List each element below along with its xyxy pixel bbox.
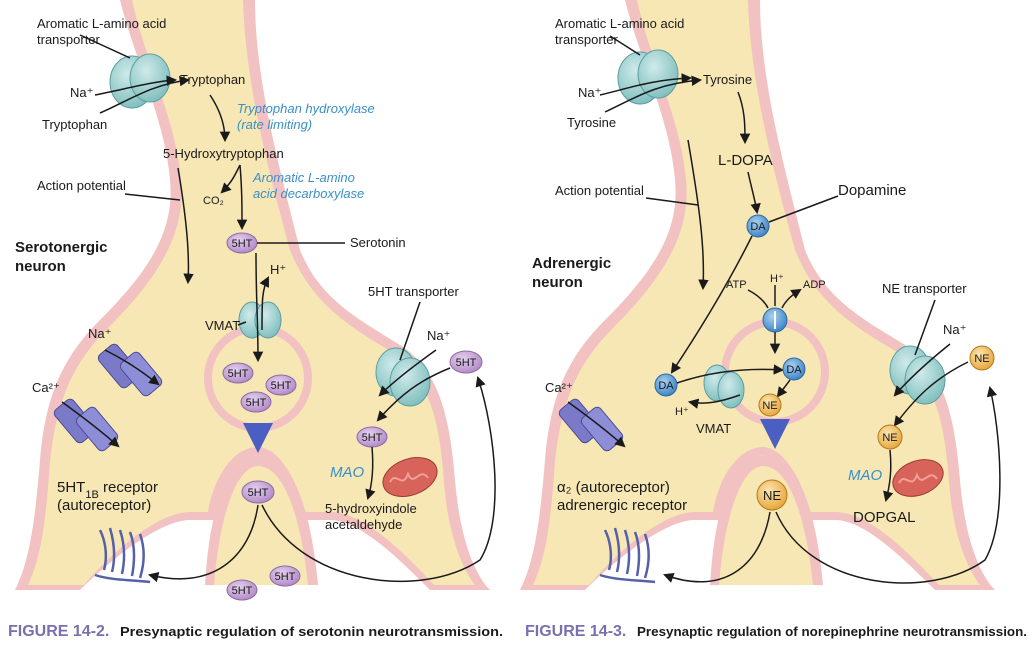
- left-panel: Aromatic L-amino acid transporter Na⁺ Tr…: [15, 0, 496, 601]
- left-5ht-v3: 5HT: [246, 397, 267, 409]
- right-ne-vesicle: NE: [762, 400, 777, 412]
- right-ne-transporter: [889, 345, 946, 405]
- left-transporter-label: Aromatic L-amino acid: [37, 16, 166, 31]
- right-vmat-label: VMAT: [696, 421, 731, 436]
- left-substrate-in: Tryptophan: [180, 72, 245, 87]
- right-h-plus: H⁺: [770, 273, 784, 285]
- right-ne-cyto: NE: [882, 432, 897, 444]
- right-da-cyto: DA: [750, 221, 766, 233]
- right-ne-cleft: NE: [763, 488, 781, 503]
- left-amino-acid-transporter: [109, 53, 171, 109]
- left-5ht-out1: 5HT: [232, 585, 253, 597]
- left-receptor-2: (autoreceptor): [57, 497, 151, 514]
- right-autoreceptor-icon: [599, 527, 656, 584]
- right-ne-reuptake: NE: [974, 353, 989, 365]
- right-receptor-2: adrenergic receptor: [557, 497, 687, 514]
- right-ca-channel: [558, 398, 624, 452]
- left-mitochondrion: [382, 457, 438, 497]
- right-action-potential: Action potential: [555, 183, 644, 198]
- left-vmat: [238, 301, 282, 339]
- right-reuptake-label: NE transporter: [882, 281, 967, 296]
- right-panel: Aromatic L-amino acid transporter Na⁺ Ty…: [520, 0, 1001, 590]
- right-neuron-cytoplasm: [533, 0, 980, 585]
- left-metabolite-2: acetaldehyde: [325, 517, 402, 532]
- right-neuron-line1: Adrenergic: [532, 255, 611, 272]
- left-5ht-v1: 5HT: [228, 368, 249, 380]
- left-intermediate: 5-Hydroxytryptophan: [163, 146, 284, 161]
- left-metabolite-1: 5-hydroxyindole: [325, 501, 417, 516]
- left-caption-text: Presynaptic regulation of serotonin neur…: [120, 624, 503, 639]
- right-h-plus2: H⁺: [675, 406, 689, 418]
- left-caption-fig: FIGURE 14-2.: [8, 623, 109, 640]
- left-transporter-label-2: transporter: [37, 32, 101, 47]
- right-neuron-line2: neuron: [532, 274, 583, 291]
- left-5ht-cleft: 5HT: [248, 487, 269, 499]
- left-mao: MAO: [330, 464, 365, 481]
- left-5ht-transporter: [375, 347, 431, 407]
- right-substrate-in: Tyrosine: [703, 72, 752, 87]
- left-vmat-label: VMAT: [205, 318, 240, 333]
- right-receptor-1: α₂ (autoreceptor): [557, 479, 670, 496]
- right-transporter-label-2: transporter: [555, 32, 619, 47]
- left-receptor-1: 5HT1B receptor: [57, 479, 158, 501]
- left-h-plus: H⁺: [270, 262, 286, 277]
- left-ca: Ca²⁺: [32, 380, 60, 395]
- left-5ht-v2: 5HT: [271, 380, 292, 392]
- left-co2: CO₂: [203, 195, 224, 207]
- left-na2: Na⁺: [88, 326, 111, 341]
- right-mitochondrion: [892, 459, 944, 497]
- left-5ht-out2: 5HT: [275, 571, 296, 583]
- left-action-potential: Action potential: [37, 178, 126, 193]
- right-ca: Ca²⁺: [545, 380, 573, 395]
- right-dopamine-label: Dopamine: [838, 182, 906, 199]
- right-metabolite: DOPGAL: [853, 509, 916, 526]
- right-intermediate: L-DOPA: [718, 152, 773, 169]
- left-enzyme1-line1: Tryptophan hydroxylase: [237, 101, 375, 116]
- left-enzyme2-line2: acid decarboxylase: [253, 186, 364, 201]
- right-substrate-out: Tyrosine: [567, 115, 616, 130]
- left-na3: Na⁺: [427, 328, 450, 343]
- right-adp: ADP: [803, 279, 826, 291]
- left-substrate-out: Tryptophan: [42, 117, 107, 132]
- left-neuron-line2: neuron: [15, 258, 66, 275]
- left-serotonin-label: Serotonin: [350, 235, 406, 250]
- right-da-2: DA: [658, 380, 674, 392]
- right-transporter-label: Aromatic L-amino acid: [555, 16, 684, 31]
- right-caption-text: Presynaptic regulation of norepinephrine…: [637, 624, 1027, 639]
- right-da-vesicle: DA: [786, 364, 802, 376]
- left-enzyme2-line1: Aromatic L-amino: [252, 170, 355, 185]
- right-mao: MAO: [848, 467, 883, 484]
- left-autoreceptor-icon: [94, 527, 151, 584]
- left-na-label: Na⁺: [70, 85, 93, 100]
- left-enzyme1-line2: (rate limiting): [237, 117, 312, 132]
- left-5ht-cyto-label: 5HT: [232, 238, 253, 250]
- right-na3: Na⁺: [943, 322, 966, 337]
- left-reuptake-label: 5HT transporter: [368, 284, 459, 299]
- left-neuron-line1: Serotonergic: [15, 239, 108, 256]
- right-caption-fig: FIGURE 14-3.: [525, 623, 626, 640]
- left-5ht-cyto2: 5HT: [362, 432, 383, 444]
- right-na-label: Na⁺: [578, 85, 601, 100]
- left-5ht-reuptake: 5HT: [456, 357, 477, 369]
- right-atp: ATP: [726, 279, 747, 291]
